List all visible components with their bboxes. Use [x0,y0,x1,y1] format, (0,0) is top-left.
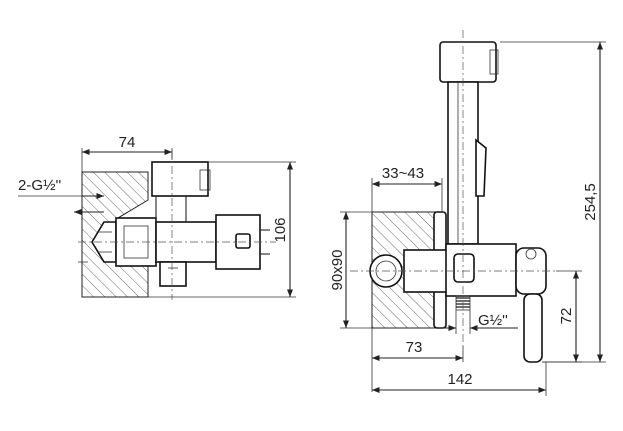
left-dim-width: 74 [81,134,173,172]
left-top-holder [151,161,211,222]
right-plate-label: 90x90 [329,250,346,291]
right-dim-wall-depth: 33~43 [371,165,443,212]
right-shower-holder [439,41,499,245]
right-dim-plate: 90x90 [329,211,372,329]
right-total-width-label: 142 [447,371,472,388]
right-view: 33~43 90x90 254,5 72 [329,30,606,396]
right-dim-depth: 73 [371,328,464,392]
right-outlet-thread-label: G½'' [478,312,508,329]
left-height-label: 106 [272,217,289,242]
left-width-label: 74 [119,134,136,151]
right-outlet-height-label: 72 [558,308,575,325]
left-view: 74 106 2-G½'' [18,134,296,300]
right-total-height-label: 254,5 [582,183,599,221]
left-dim-thread: 2-G½'' [18,177,104,263]
right-dim-total-width: 142 [372,362,547,396]
right-dim-total-height: 254,5 [500,41,606,363]
left-dim-height: 106 [148,161,296,298]
left-thread-label: 2-G½'' [18,177,61,194]
right-dim-outlet-thread: G½'' [438,310,518,334]
right-dim-outlet-height: 72 [542,270,582,363]
right-depth-label: 73 [406,339,423,356]
right-wall-depth-label: 33~43 [382,165,424,182]
